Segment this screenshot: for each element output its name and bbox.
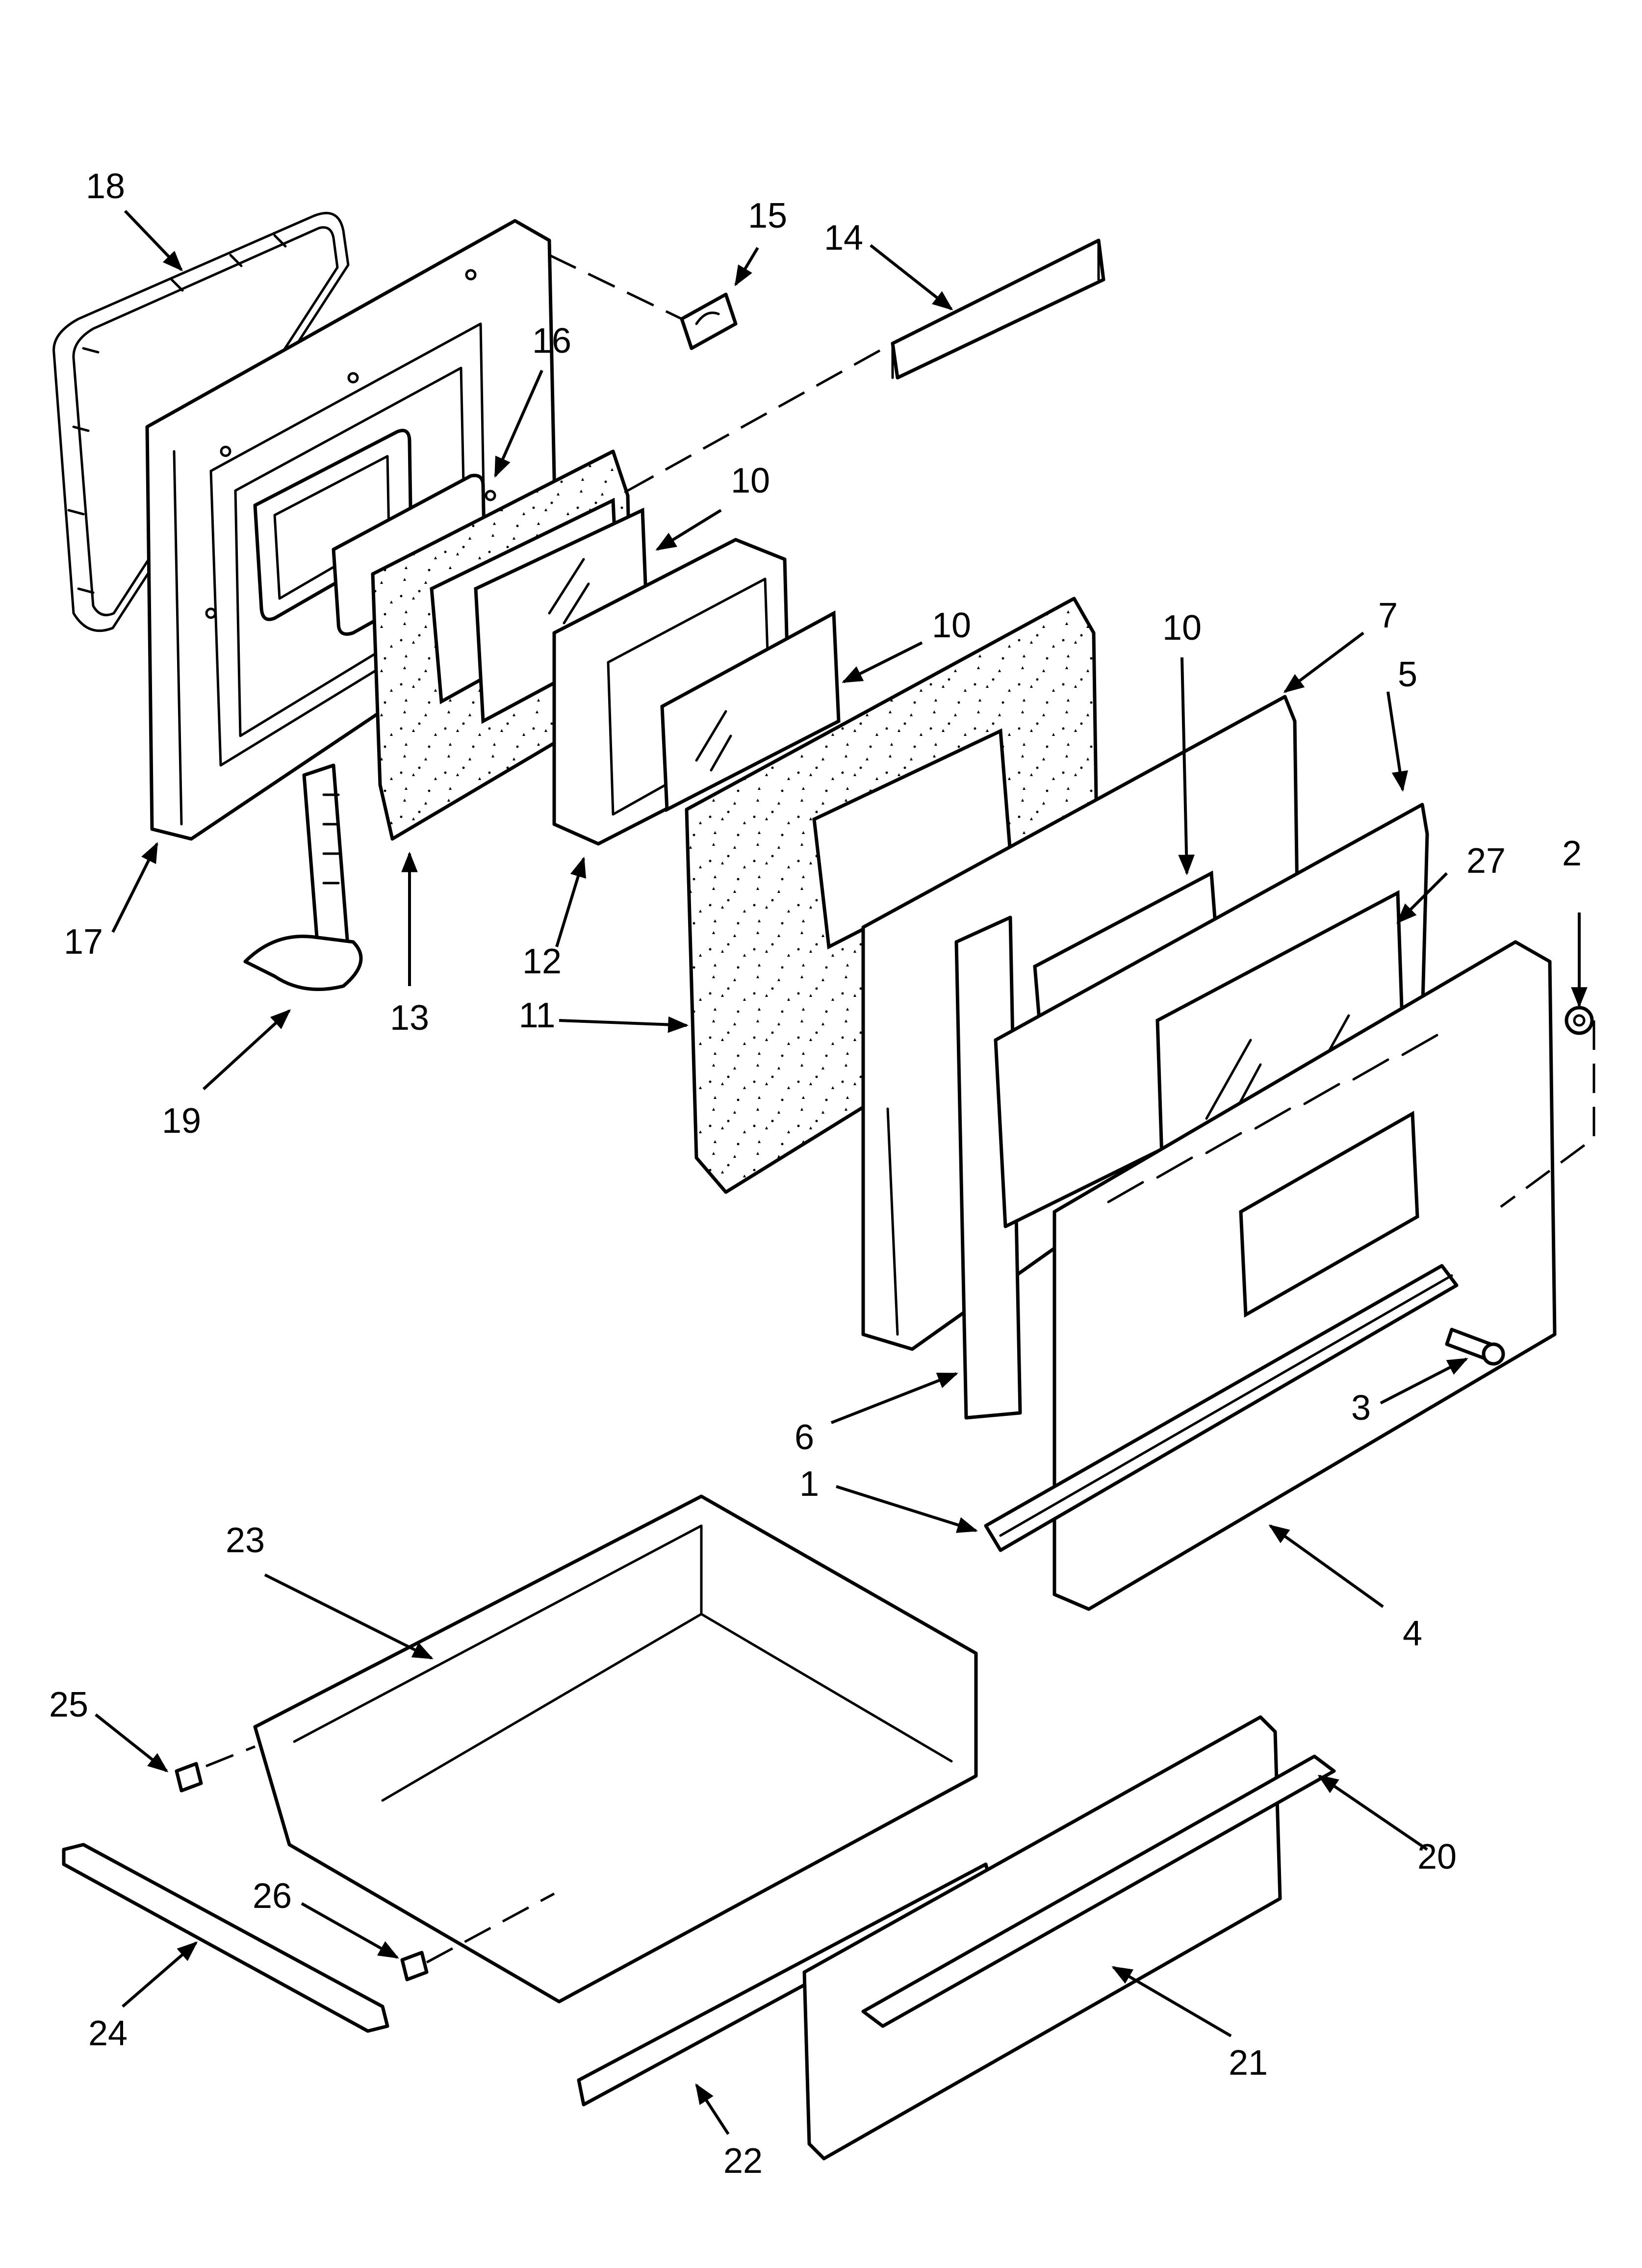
callout-11: 11 <box>519 996 556 1035</box>
callout-18: 18 <box>86 167 125 206</box>
bumper-part-2 <box>1565 1006 1594 1035</box>
door-latch-part-19 <box>243 763 363 991</box>
callout-17: 17 <box>64 922 103 962</box>
callout-26: 26 <box>253 1877 292 1916</box>
callout-labels: 18 15 14 16 10 10 10 7 5 27 2 17 12 13 1… <box>49 167 1582 2181</box>
glass-pane-part-10-middle <box>660 610 841 812</box>
callout-13: 13 <box>390 998 429 1038</box>
vent-channel-part-14 <box>891 238 1105 380</box>
drawer-handle-part-20 <box>861 1754 1336 2028</box>
callout-7: 7 <box>1378 596 1398 635</box>
callout-12: 12 <box>522 942 562 981</box>
door-gasket-part-18 <box>52 211 350 632</box>
insulation-part-11 <box>685 597 1101 1194</box>
callout-16: 16 <box>532 321 571 361</box>
callout-20: 20 <box>1417 1837 1457 1877</box>
callout-22: 22 <box>723 2141 763 2181</box>
callout-10-lower: 10 <box>1162 608 1202 648</box>
assembly-lines <box>205 254 1595 1964</box>
drawer-slide-part-24 <box>62 1843 389 2033</box>
callout-10-middle: 10 <box>932 606 971 645</box>
drawer-body-part-23 <box>253 1494 978 2004</box>
clip-part-25 <box>175 1762 203 1793</box>
callout-6: 6 <box>795 1418 814 1457</box>
door-handle-part-1 <box>984 1264 1459 1552</box>
callout-25: 25 <box>49 1685 88 1724</box>
callout-14: 14 <box>824 218 863 258</box>
callout-leaders <box>95 209 1588 2135</box>
callout-27: 27 <box>1466 841 1506 881</box>
callout-23: 23 <box>226 1521 265 1560</box>
callout-3: 3 <box>1351 1388 1371 1428</box>
callout-5: 5 <box>1398 655 1417 694</box>
callout-2: 2 <box>1562 834 1582 873</box>
callout-15: 15 <box>748 196 787 235</box>
screw-part-3 <box>1445 1328 1505 1366</box>
callout-21: 21 <box>1229 2043 1268 2083</box>
hinge-bracket-part-15 <box>680 292 738 350</box>
callout-1: 1 <box>799 1464 819 1504</box>
callout-10-upper: 10 <box>731 461 770 500</box>
callout-4: 4 <box>1403 1614 1422 1653</box>
callout-19: 19 <box>162 1101 201 1141</box>
callout-24: 24 <box>88 2014 128 2053</box>
clip-part-26 <box>400 1951 429 1981</box>
